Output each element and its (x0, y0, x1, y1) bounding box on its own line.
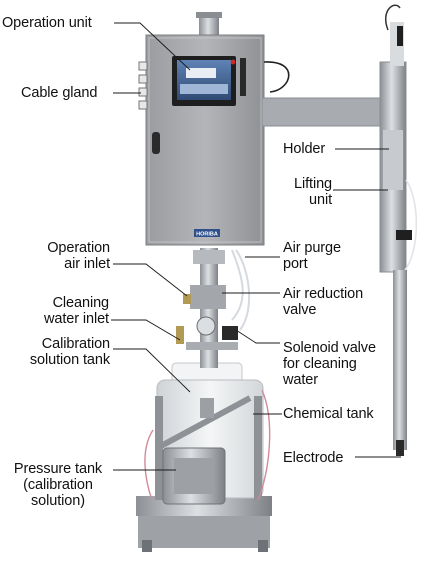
label-air-purge-port: Air purge port (283, 240, 341, 272)
cabinet-stack-cap (196, 12, 222, 18)
label-holder: Holder (283, 141, 326, 157)
leader-cleaning-water-inlet (111, 319, 181, 341)
pressure-tank (162, 447, 226, 505)
leader-calibration-tank (113, 348, 191, 393)
label-electrode: Electrode (283, 450, 344, 466)
pipe-column (176, 248, 238, 368)
label-calibration-solution-tank: Calibration solution tank (29, 336, 110, 368)
label-solenoid-valve: Solenoid valve for cleaning water (283, 340, 376, 388)
cable-glands (138, 61, 148, 110)
air-tubes (231, 249, 251, 331)
label-operation-unit: Operation unit (2, 15, 92, 31)
label-operation-air-inlet: Operation air inlet (47, 240, 110, 272)
leader-operation-air-inlet (113, 263, 188, 297)
label-chemical-tank: Chemical tank (283, 406, 374, 422)
bracket-arm (261, 97, 393, 127)
nameplate-text: HORIBA (196, 231, 218, 237)
base-frame (136, 496, 272, 552)
tank-frame (155, 395, 262, 500)
tube-pink-right (257, 389, 271, 501)
tube-pink-left (144, 429, 154, 501)
right-cable (263, 61, 290, 93)
leader-lines (111, 22, 401, 471)
label-pressure-tank: Pressure tank (calibration solution) (13, 461, 103, 509)
label-air-reduction-valve: Air reduction valve (283, 286, 364, 318)
label-cable-gland: Cable gland (21, 85, 98, 101)
label-cleaning-water-inlet: Cleaning water inlet (44, 295, 109, 327)
cabinet-stack (199, 16, 219, 36)
holder-assembly (379, 4, 418, 456)
label-lifting-unit: Lifting unit (294, 176, 332, 208)
leader-operation-unit (114, 22, 191, 71)
leader-solenoid-valve (235, 329, 280, 344)
